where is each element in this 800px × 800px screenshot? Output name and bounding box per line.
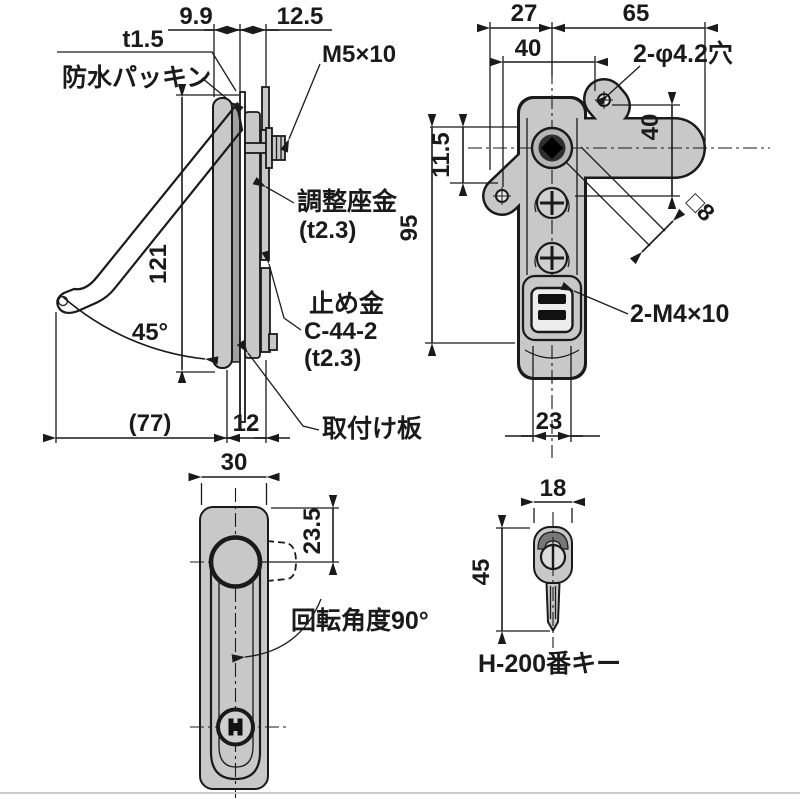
dim-30-label: 30: [221, 449, 248, 476]
dim-9-9-label: 9.9: [179, 3, 212, 30]
dim-18: [521, 497, 585, 523]
phantom-swung-handle: [266, 540, 297, 582]
dim-27-label: 27: [511, 0, 538, 27]
holes-leader: [595, 65, 641, 107]
dim-40-top-label: 40: [515, 35, 542, 62]
adjust-washer-tab: [261, 86, 270, 131]
t1-5-leader: [57, 51, 237, 92]
rear-view: 27 65 40 2-φ4.2穴 11.5 95 40: [396, 0, 770, 458]
angle-45-label: 45°: [132, 319, 168, 346]
keyway-slot: [237, 718, 243, 736]
key-cylinder: [216, 707, 255, 747]
dim-23: [505, 346, 600, 442]
dim-95: [425, 114, 515, 356]
washer-leader: [252, 176, 295, 204]
dim-95-label: 95: [396, 215, 423, 242]
plate-leader: [236, 340, 320, 431]
packing-leader: [201, 77, 244, 114]
keyway-slot: [228, 718, 234, 736]
dim-77-12: [43, 312, 290, 443]
m5-screw-label: M5×10: [322, 41, 396, 68]
hole-4-2-bottom: [493, 187, 511, 205]
dim-9-9-12-5: [168, 24, 332, 97]
body-screw-upper: [534, 186, 570, 220]
dim-65-label: 65: [623, 0, 650, 27]
key-number-label: H-200番キー: [478, 650, 621, 678]
handle-open-outline: [56, 101, 244, 315]
packing-label: 防水パッキン: [62, 64, 211, 92]
m5-leader: [280, 63, 321, 153]
handle-pivot-circle: [208, 535, 263, 589]
screws-label: 2-M4×10: [630, 300, 729, 328]
dim-23-5-label: 23.5: [299, 508, 326, 555]
m4-screw-slot: [538, 310, 566, 320]
catch-thickness-label: (t2.3): [304, 345, 361, 372]
dim-40-right-label: 40: [637, 114, 664, 141]
handle-pod-side: [212, 97, 233, 369]
dim-square-8: [565, 146, 686, 265]
dim-30: [188, 472, 280, 505]
front-view: 30 23.5 回転角度90°: [188, 449, 429, 798]
m4-screw-slot: [538, 294, 566, 304]
latch-block: [521, 274, 583, 342]
holes-label: 2-φ4.2穴: [633, 39, 733, 68]
dim-12-5-label: 12.5: [277, 3, 324, 30]
key-view: 18 45 H-200番キー: [468, 475, 621, 678]
dim-45-label: 45: [468, 559, 495, 586]
side-view: 9.9 12.5 t1.5 防水パッキン M5×10 121 45° (7: [43, 3, 422, 443]
catch-hook: [268, 333, 278, 351]
panel-thickness-label: t1.5: [122, 26, 163, 53]
screws-leader: [560, 282, 629, 315]
dim-23-5: [259, 495, 339, 575]
square-shaft-label: □8: [681, 188, 720, 227]
mounting-plate-label: 取付け板: [322, 415, 422, 443]
m5-nut: [271, 135, 286, 161]
pivot-square-shaft: [541, 137, 563, 159]
rotation-angle-label: 回転角度90°: [291, 606, 429, 635]
dim-121: [176, 84, 239, 383]
dim-121-label: 121: [145, 244, 172, 284]
dim-18-label: 18: [540, 475, 567, 502]
dim-77-label: (77): [129, 410, 172, 437]
catch-label: 止め金: [309, 289, 385, 318]
body-screw-lower: [534, 241, 570, 275]
dim-40-top: [490, 56, 608, 187]
keyway-bridge: [232, 723, 239, 731]
catch-plate: [260, 267, 271, 353]
dim-12-label: 12: [233, 410, 260, 437]
handle-slot-outer: [209, 560, 262, 781]
catch-leader: [261, 250, 302, 331]
swing-arc: [62, 296, 219, 365]
dim-40-right: [575, 92, 680, 209]
washer-thickness-label: (t2.3): [299, 217, 356, 244]
washer-label: 調整座金: [297, 187, 398, 216]
rotation-leader-arc: [231, 598, 322, 663]
catch-model-label: C-44-2: [304, 318, 377, 345]
dim-27-65: [477, 22, 718, 170]
dim-11-5: [430, 114, 517, 196]
dim-23-label: 23: [536, 408, 563, 435]
dim-45: [496, 515, 550, 644]
